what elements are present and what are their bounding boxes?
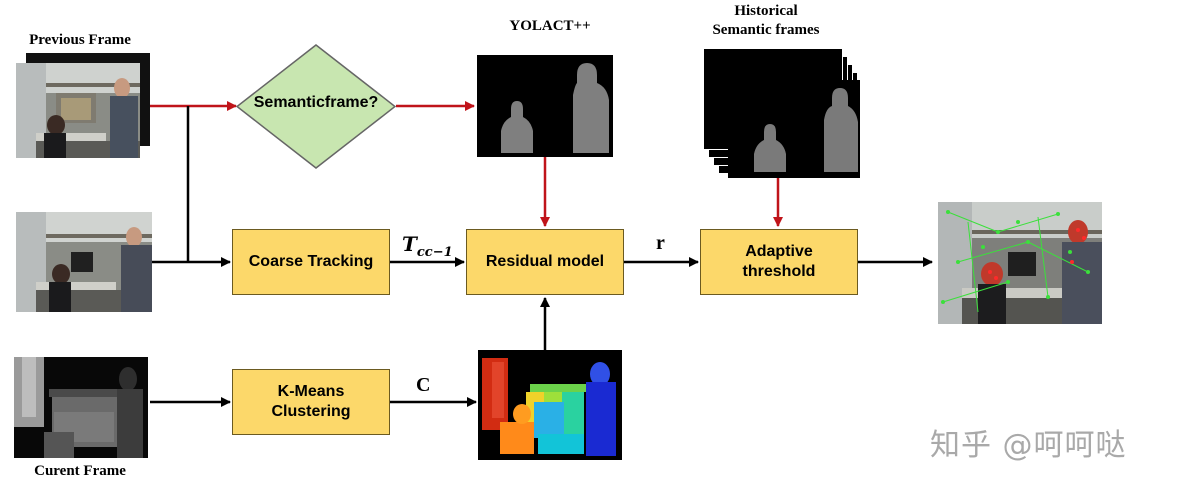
kmeans-line2: Clustering xyxy=(271,403,351,420)
historical-label-line1: Historical xyxy=(734,3,798,19)
residual-r-label: r xyxy=(656,232,665,254)
semantic-frame-decision-diamond xyxy=(236,44,396,169)
current-depth-frame-image xyxy=(14,357,148,458)
adaptive-threshold-line2: threshold xyxy=(742,263,816,280)
result-features-image xyxy=(938,202,1102,324)
yolact-label: YOLACT++ xyxy=(509,18,591,34)
coarse-tracking-label: Coarse Tracking xyxy=(248,253,374,270)
clusters-c-label: C xyxy=(416,374,431,396)
historical-frame-front xyxy=(728,80,860,178)
residual-model-label: Residual model xyxy=(485,253,605,270)
historical-label-line2: Semantic frames xyxy=(712,22,820,38)
adaptive-threshold-box: Adaptive threshold xyxy=(700,229,858,295)
previous-frame-label: Previous Frame xyxy=(29,32,131,48)
adaptive-threshold-line1: Adaptive xyxy=(745,243,813,260)
transform-label-sub: cc−1 xyxy=(416,245,453,260)
current-frame-label: Curent Frame xyxy=(34,463,126,479)
depth-clusters-image xyxy=(478,350,622,460)
kmeans-clustering-box: K-Means Clustering xyxy=(232,369,390,435)
kmeans-line1: K-Means xyxy=(277,383,345,400)
residual-model-box: Residual model xyxy=(466,229,624,295)
semantic-frame-decision-label: Semanticframe? xyxy=(253,94,379,111)
yolact-mask-image xyxy=(477,55,613,157)
previous-frame-image xyxy=(16,63,140,158)
current-rgb-frame-image xyxy=(16,212,152,312)
transform-label-main: T xyxy=(402,232,417,256)
transform-label: Tcc−1 xyxy=(402,232,453,260)
coarse-tracking-box: Coarse Tracking xyxy=(232,229,390,295)
watermark: 知乎 @呵呵哒 xyxy=(930,428,1127,463)
